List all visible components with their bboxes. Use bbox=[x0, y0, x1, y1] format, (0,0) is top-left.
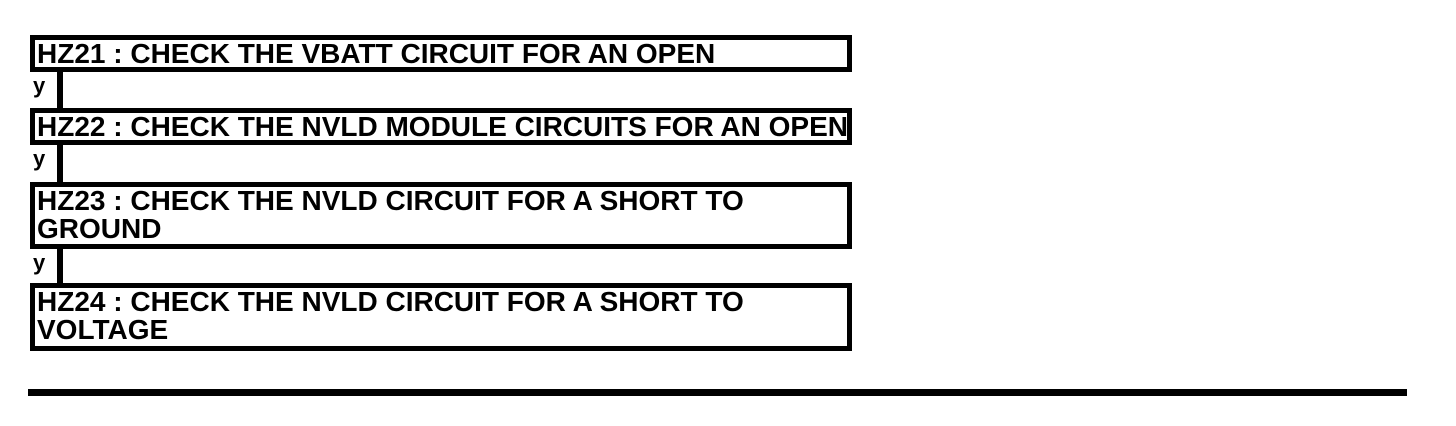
connector-label-yes: y bbox=[33, 250, 46, 275]
connector-line bbox=[57, 145, 63, 182]
step-box-hz22: HZ22 : CHECK THE NVLD MODULE CIRCUITS FO… bbox=[30, 108, 852, 145]
connector-label-yes: y bbox=[33, 73, 46, 98]
divider-line bbox=[28, 389, 1407, 396]
connector-line bbox=[57, 72, 63, 108]
step-box-hz23: HZ23 : CHECK THE NVLD CIRCUIT FOR A SHOR… bbox=[30, 182, 852, 249]
connector-line bbox=[57, 249, 63, 283]
step-box-hz21: HZ21 : CHECK THE VBATT CIRCUIT FOR AN OP… bbox=[30, 35, 852, 72]
step-box-hz24: HZ24 : CHECK THE NVLD CIRCUIT FOR A SHOR… bbox=[30, 283, 852, 351]
connector-label-yes: y bbox=[33, 146, 46, 171]
